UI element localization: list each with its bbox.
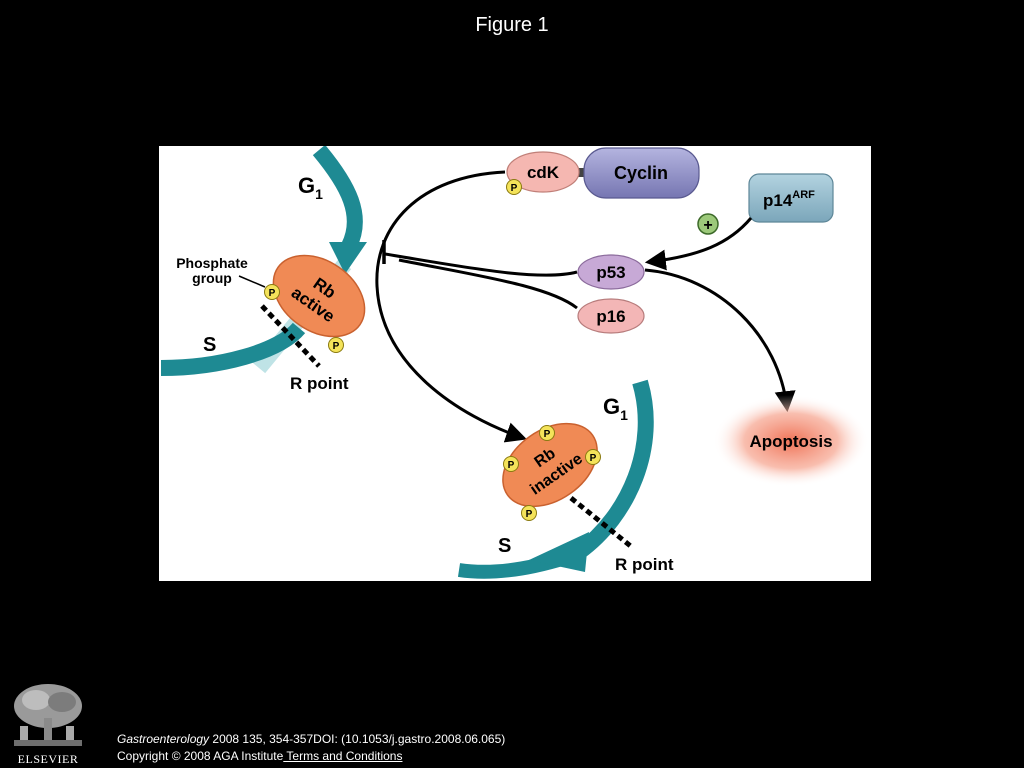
- svg-text:+: +: [703, 217, 712, 234]
- complex-connector: [571, 168, 589, 177]
- r-point-label-bottom: R point: [615, 555, 674, 574]
- p16-label: p16: [596, 307, 625, 326]
- figure-panel: Rb active P P G1 S R point Phosphate gro…: [159, 146, 871, 581]
- p53-label: p53: [596, 263, 625, 282]
- cdk-label: cdK: [527, 163, 560, 182]
- phosphate-icon: P: [503, 456, 519, 472]
- phosphate-group-label-2: group: [192, 270, 232, 286]
- g1-label-top: G1: [298, 173, 323, 202]
- p53: [577, 254, 645, 290]
- s-label-top: S: [203, 334, 216, 356]
- citation: Gastroenterology 2008 135, 354-357DOI: (…: [117, 731, 505, 765]
- p53-inhibition-line: [384, 252, 578, 277]
- p14-to-p53-arrow: [644, 217, 753, 271]
- apoptosis: [713, 395, 869, 487]
- cdk: [506, 151, 580, 193]
- activation-plus-icon: +: [697, 213, 719, 235]
- rb-active: Rb active: [272, 254, 366, 338]
- svg-text:P: P: [508, 460, 515, 471]
- phosphate-icon: P: [539, 425, 555, 441]
- g1-arrow-bottom: [574, 379, 654, 559]
- cyclin: [583, 147, 700, 199]
- phosphate-icon: P: [506, 179, 522, 195]
- journal-name: Gastroenterology: [117, 732, 210, 746]
- phosphate-icon: P: [328, 337, 344, 353]
- apoptosis-label: Apoptosis: [749, 432, 832, 451]
- copyright-text: Copyright © 2008 AGA Institute: [117, 749, 284, 763]
- p53-to-apoptosis-arrow: [644, 268, 796, 413]
- svg-text:P: P: [544, 429, 551, 440]
- cyclin-label: Cyclin: [614, 163, 668, 183]
- g1-arrowhead-top: [329, 242, 367, 274]
- citation-details: 2008 135, 354-357DOI: (10.1053/j.gastro.…: [209, 732, 506, 746]
- s-label-bottom: S: [498, 535, 511, 557]
- phosphate-icon: P: [264, 284, 280, 300]
- phosphate-pointer: [238, 275, 266, 288]
- citation-line: Gastroenterology 2008 135, 354-357DOI: (…: [117, 731, 505, 748]
- g1-arrow-top: [312, 146, 363, 250]
- p14-arf-label: p14ARF: [763, 189, 815, 210]
- elsevier-wordmark: ELSEVIER: [17, 752, 79, 766]
- s-arrowhead-bottom: [529, 532, 589, 572]
- slide-title: Figure 1: [475, 14, 549, 36]
- phosphate-icon: P: [521, 505, 537, 521]
- svg-text:P: P: [590, 453, 597, 464]
- cdk-to-rb-arrow: [375, 170, 527, 443]
- svg-text:P: P: [333, 341, 340, 352]
- cell-cycle-diagram: Rb active P P G1 S R point Phosphate gro…: [160, 146, 869, 579]
- svg-text:P: P: [269, 288, 276, 299]
- g1-label-bottom: G1: [603, 394, 628, 423]
- copyright-line: Copyright © 2008 AGA Institute Terms and…: [117, 748, 505, 765]
- tree-icon: [8, 680, 88, 750]
- p16-inhibition-line: [398, 258, 578, 310]
- svg-text:P: P: [511, 183, 518, 194]
- phosphate-group-label: Phosphate: [176, 255, 248, 271]
- r-point-line-top: [260, 304, 321, 368]
- r-point-label-top: R point: [290, 374, 349, 393]
- p14-arf: [748, 173, 834, 223]
- phosphate-icon: P: [585, 449, 601, 465]
- elsevier-logo: ELSEVIER: [8, 680, 88, 766]
- p16: [577, 298, 645, 334]
- svg-text:P: P: [526, 509, 533, 520]
- terms-and-conditions-link[interactable]: Terms and Conditions: [283, 749, 403, 763]
- r-point-line-bottom: [569, 496, 635, 550]
